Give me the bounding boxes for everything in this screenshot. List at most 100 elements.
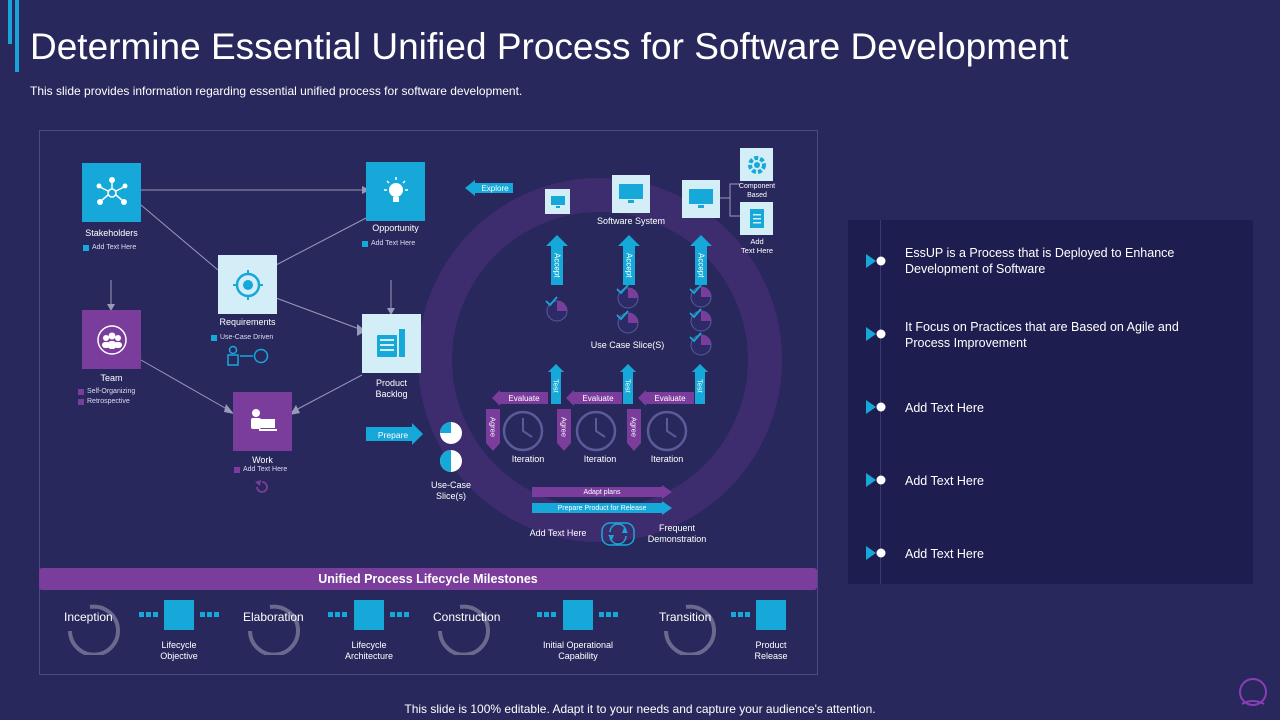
iteration-clock-icon	[646, 410, 688, 452]
product-backlog-label-1: Product	[375, 378, 408, 388]
evaluate-label-2: Evaluate	[582, 393, 614, 403]
lightbulb-icon	[383, 176, 408, 202]
use-case-slice-pies	[440, 422, 462, 472]
use-case-slice-clusters	[545, 285, 712, 356]
team-label: Team	[100, 373, 123, 383]
prepare-label: Prepare	[377, 429, 409, 440]
prepare-release-arrow	[532, 501, 672, 515]
software-system-tile	[612, 175, 650, 213]
person-key-icon	[227, 345, 269, 366]
agree-label-3: Agree	[629, 416, 639, 437]
person-laptop-icon	[250, 408, 277, 431]
agree-arrow-2	[557, 409, 571, 451]
key-points-panel	[848, 220, 1253, 584]
demo-loop-icon	[601, 522, 635, 546]
brand-logo-icon	[1239, 678, 1267, 706]
accept-arrow-2	[618, 235, 640, 285]
use-case-slices-label-1: Use-Case	[430, 480, 471, 490]
add-text-label-2: Text Here	[740, 246, 774, 255]
phase-transition: Transition	[659, 610, 712, 624]
iteration-label-1: Iteration	[511, 454, 545, 464]
opportunity-tile	[366, 162, 425, 221]
adapt-plans-arrow	[532, 485, 672, 499]
phase-elaboration: Elaboration	[243, 610, 304, 624]
accept-arrow-3	[690, 235, 712, 285]
team-tile	[82, 310, 141, 369]
milestone-track	[68, 600, 786, 655]
stakeholders-label: Stakeholders	[85, 228, 138, 238]
bottom-add-text: Add Text Here	[529, 528, 587, 538]
network-people-icon	[96, 176, 127, 205]
use-case-slices-label-2: Slice(s)	[435, 491, 466, 501]
requirements-sub: Use-Case Driven	[211, 334, 273, 341]
requirements-label: Requirements	[219, 317, 276, 327]
product-backlog-label-2: Backlog	[375, 389, 408, 399]
key-point-4: Add Text Here	[905, 474, 984, 488]
add-text-label-1: Add	[750, 237, 764, 246]
monitor-icon	[689, 189, 713, 208]
test-arrow-3	[692, 364, 708, 404]
agree-label-1: Agree	[488, 416, 498, 437]
timeline-line	[880, 220, 881, 584]
component-based-label-1: Component	[738, 183, 776, 190]
explore-arrow	[465, 180, 513, 196]
work-label: Work	[252, 455, 273, 465]
explore-label: Explore	[481, 183, 509, 193]
prepare-release-label: Prepare Product for Release	[557, 504, 647, 512]
accept-label-3: Accept	[696, 252, 706, 278]
requirements-tile	[218, 255, 277, 314]
key-point-2: It Focus on Practices that are Based on …	[905, 320, 1179, 350]
component-based-label-2: Based	[747, 192, 767, 199]
bullet-marker-icon	[866, 473, 886, 487]
iteration-label-3: Iteration	[650, 454, 684, 464]
evaluate-arrow-1	[492, 390, 548, 406]
test-arrow-2	[620, 364, 636, 404]
use-case-slice-s-label: Use Case Slice(S)	[590, 340, 665, 350]
evaluate-arrow-3	[638, 390, 694, 406]
test-label-3: Test	[695, 379, 705, 393]
opportunity-label: Opportunity	[372, 223, 419, 233]
frequent-demo-label-2: Demonstration	[647, 534, 707, 544]
opportunity-sub: Add Text Here	[362, 240, 415, 247]
backlog-icon	[376, 328, 405, 357]
brain-gear-icon	[232, 269, 263, 300]
accept-label-2: Accept	[624, 252, 634, 278]
bullet-marker-icon	[866, 400, 886, 414]
accept-label-1: Accept	[552, 252, 562, 278]
milestones-header: Unified Process Lifecycle Milestones	[39, 568, 817, 590]
slide-subtitle: This slide provides information regardin…	[30, 84, 523, 98]
test-arrow-1	[548, 364, 564, 404]
component-based-tile	[740, 148, 773, 181]
stakeholders-sub: Add Text Here	[83, 244, 136, 251]
accept-arrow-1	[546, 235, 568, 285]
document-icon	[749, 208, 764, 228]
bullet-marker-icon	[866, 546, 886, 560]
monitor-icon	[550, 195, 565, 208]
key-point-1: EssUP is a Process that is Deployed to E…	[905, 246, 1175, 276]
agree-arrow-1	[486, 409, 500, 451]
key-point-3: Add Text Here	[905, 401, 984, 415]
team-sub-1: Self-Organizing	[78, 388, 135, 395]
frequent-demo-label-1: Frequent	[658, 523, 696, 533]
slide-title: Determine Essential Unified Process for …	[30, 26, 1069, 67]
accent-bar	[8, 0, 12, 44]
work-tile	[233, 392, 292, 451]
add-text-tile	[740, 202, 773, 235]
accent-bar	[15, 0, 19, 72]
work-sub: Add Text Here	[234, 466, 287, 473]
evaluate-label-1: Evaluate	[508, 393, 540, 403]
monitor-large	[682, 180, 720, 218]
stakeholders-tile	[82, 163, 141, 222]
component-bracket	[720, 183, 740, 217]
key-point-5: Add Text Here	[905, 547, 984, 561]
bullet-marker-icon	[866, 254, 886, 268]
test-label-2: Test	[623, 379, 633, 393]
monitor-small	[545, 189, 570, 214]
iteration-clock-icon	[502, 410, 544, 452]
prepare-arrow	[366, 423, 423, 445]
gear-code-icon	[747, 155, 766, 174]
